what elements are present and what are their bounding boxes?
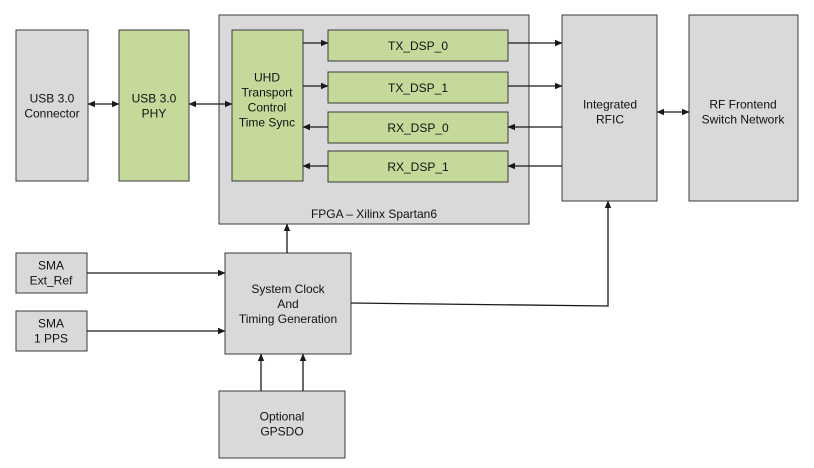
sma-1pps-box [15,310,88,352]
uhd-box [231,29,304,182]
rx-dsp-0-box [327,111,509,144]
fpga-label: FPGA – Xilinx Spartan6 [311,207,437,221]
usb-phy-box [118,29,190,182]
rx-dsp-1-label: RX_DSP_1 [387,160,449,174]
gpsdo-box [218,390,346,459]
tx-dsp-1-box [327,71,509,104]
rx-dsp-0-label: RX_DSP_0 [387,121,449,135]
sma-ext-ref-box [15,252,88,294]
clock-rfic-arrow [350,200,612,307]
tx-dsp-0-label: TX_DSP_0 [388,39,448,53]
tx-dsp-0-box [327,29,509,62]
usb-connector-box [15,29,89,182]
tx-dsp-1-label: TX_DSP_1 [388,81,448,95]
rf-frontend-box [688,14,799,202]
